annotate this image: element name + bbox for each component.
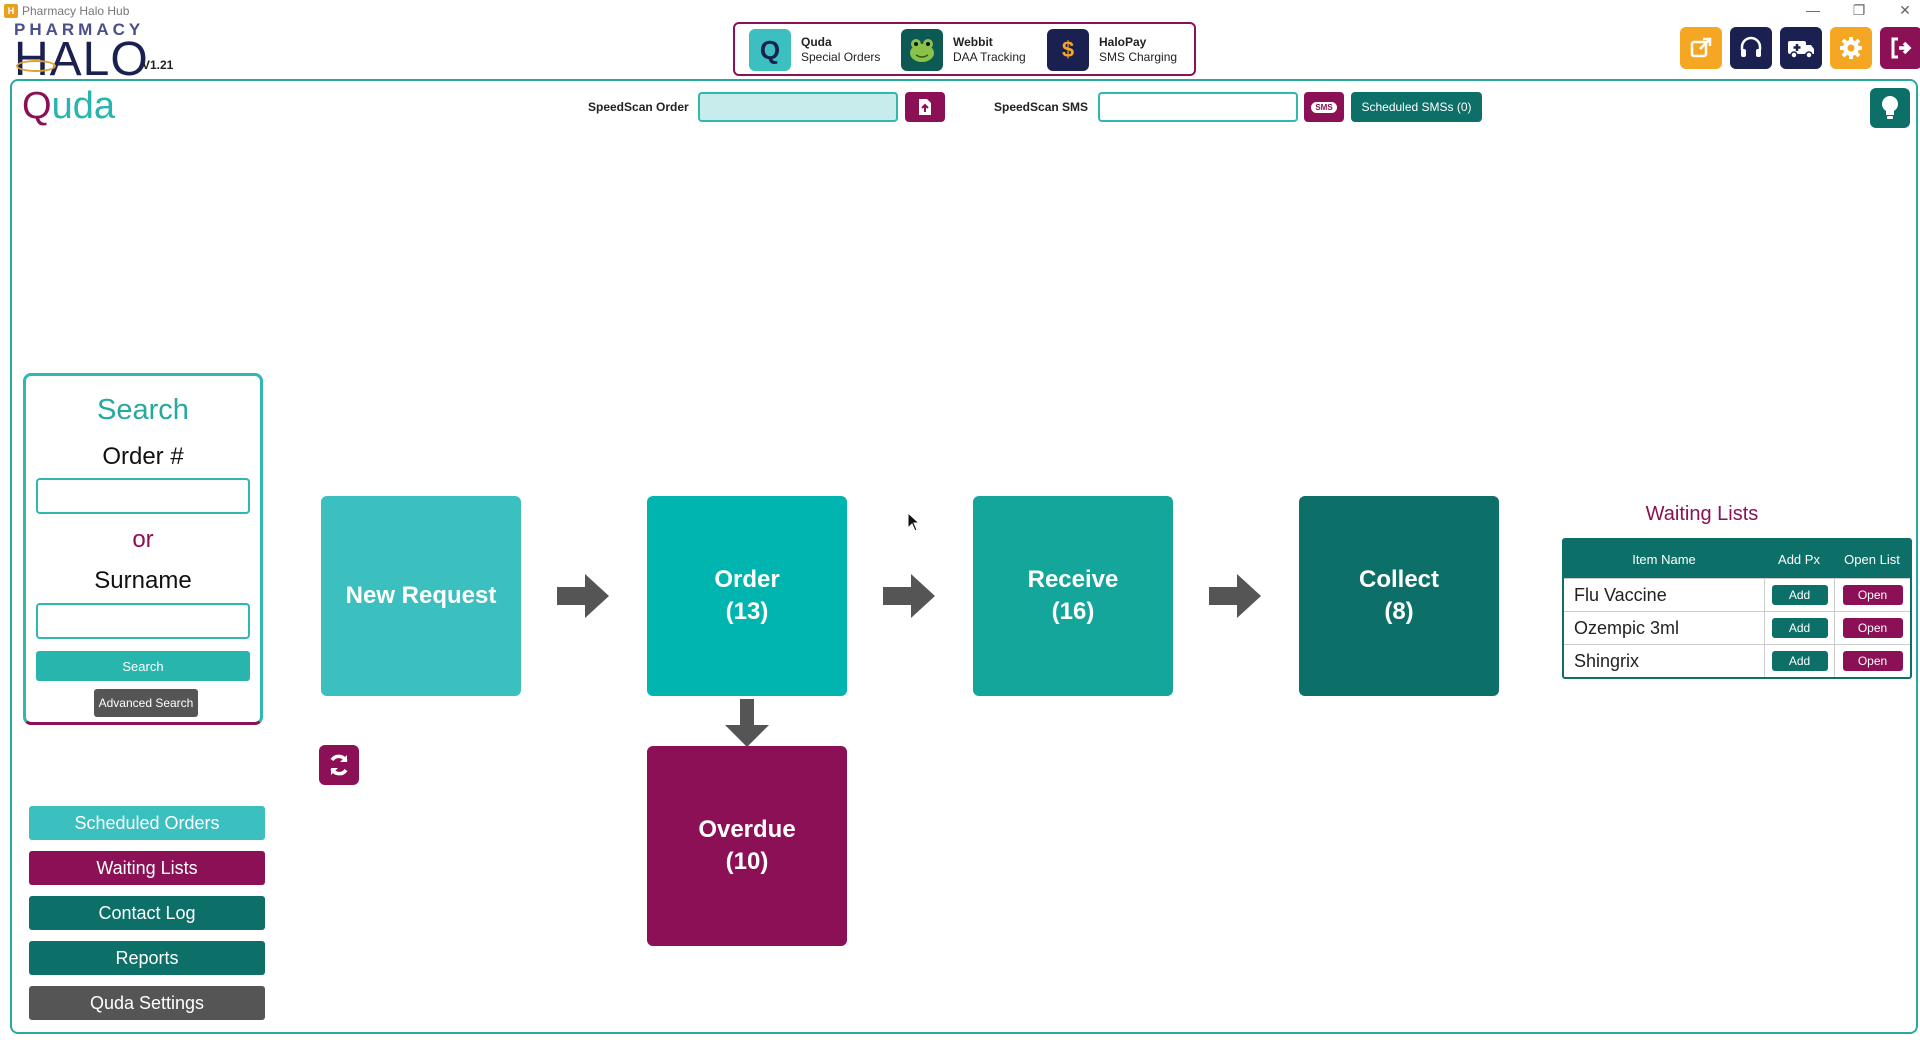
gear-icon[interactable] xyxy=(1830,27,1872,69)
header-open-list: Open List xyxy=(1844,551,1900,567)
item-name: Shingrix xyxy=(1574,650,1640,671)
table-row: Shingrix Add Open xyxy=(1564,644,1910,677)
ambulance-icon[interactable] xyxy=(1780,27,1822,69)
window-title: Pharmacy Halo Hub xyxy=(22,4,130,18)
table-row: Flu Vaccine Add Open xyxy=(1564,578,1910,611)
order-number-label: Order # xyxy=(102,443,184,470)
product-subtitle: DAA Tracking xyxy=(953,50,1026,64)
logo-pharmacy-text: PHARMACY xyxy=(14,20,145,39)
product-name: Quda xyxy=(801,35,832,49)
advanced-search-button[interactable]: Advanced Search xyxy=(94,689,198,717)
receive-count: (16) xyxy=(1051,598,1095,625)
open-list-button[interactable]: Open xyxy=(1842,585,1903,605)
lightbulb-icon[interactable] xyxy=(1870,88,1910,128)
add-px-button[interactable]: Add xyxy=(1771,585,1828,605)
pharmacy-halo-logo: PHARMACY HALO V1.21 xyxy=(14,20,174,86)
receive-label: Receive xyxy=(1027,566,1119,593)
upload-file-icon xyxy=(919,99,931,115)
search-title: Search xyxy=(97,394,189,426)
overdue-label: Overdue xyxy=(698,816,796,843)
collect-tile[interactable]: Collect (8) xyxy=(1299,496,1499,696)
item-name: Ozempic 3ml xyxy=(1574,617,1680,638)
table-row: Ozempic 3ml Add Open xyxy=(1564,611,1910,644)
waiting-lists-table: Item Name Add Px Open List Flu Vaccine A… xyxy=(1562,538,1912,679)
table-header: Item Name Add Px Open List xyxy=(1564,540,1910,578)
app-icon: H xyxy=(4,4,18,18)
refresh-icon[interactable] xyxy=(319,745,359,785)
minimize-button[interactable]: — xyxy=(1806,2,1820,18)
open-list-button[interactable]: Open xyxy=(1842,618,1903,638)
order-count: (13) xyxy=(725,598,769,625)
close-button[interactable]: ✕ xyxy=(1899,2,1911,18)
new-request-label: New Request xyxy=(345,582,497,609)
arrow-down-icon xyxy=(725,699,769,747)
header-add-px: Add Px xyxy=(1778,551,1820,567)
product-name: Webbit xyxy=(953,35,993,49)
open-list-button[interactable]: Open xyxy=(1842,651,1903,671)
search-panel: Search Order # or Surname Search Advance… xyxy=(23,373,263,725)
halo-ring-icon xyxy=(16,60,56,72)
new-request-tile[interactable]: New Request xyxy=(321,496,521,696)
speedscan-sms-label: SpeedScan SMS xyxy=(994,100,1089,114)
surname-input[interactable] xyxy=(36,603,250,639)
order-tile[interactable]: Order (13) xyxy=(647,496,847,696)
contact-log-button[interactable]: Contact Log xyxy=(29,896,265,930)
scheduled-orders-button[interactable]: Scheduled Orders xyxy=(29,806,265,840)
quda-logo: Quda xyxy=(22,85,115,128)
title-bar: H Pharmacy Halo Hub — ❐ ✕ xyxy=(0,0,1920,22)
mouse-cursor-icon xyxy=(907,512,921,532)
speedscan-sms-input[interactable] xyxy=(1098,92,1298,122)
receive-tile[interactable]: Receive (16) xyxy=(973,496,1173,696)
item-name: Flu Vaccine xyxy=(1574,584,1667,605)
quda-logo-rest: uda xyxy=(51,85,115,127)
order-number-input[interactable] xyxy=(36,478,250,514)
header-item-name: Item Name xyxy=(1632,551,1696,567)
collect-count: (8) xyxy=(1384,598,1414,625)
dollar-chat-icon: $ xyxy=(1047,29,1089,71)
sms-chat-icon: SMS xyxy=(1311,101,1337,113)
quda-settings-button[interactable]: Quda Settings xyxy=(29,986,265,1020)
restore-button[interactable]: ❐ xyxy=(1852,2,1866,18)
overdue-tile[interactable]: Overdue (10) xyxy=(647,746,847,946)
waiting-lists-button[interactable]: Waiting Lists xyxy=(29,851,265,885)
scheduled-sms-button[interactable]: Scheduled SMSs (0) xyxy=(1351,92,1482,122)
arrow-right-icon xyxy=(557,574,609,618)
speedscan-order-label: SpeedScan Order xyxy=(588,100,689,114)
order-label: Order xyxy=(714,566,780,593)
headset-icon[interactable] xyxy=(1730,27,1772,69)
or-label: or xyxy=(132,526,154,553)
surname-label: Surname xyxy=(94,567,192,594)
search-button[interactable]: Search xyxy=(36,651,250,681)
waiting-lists-title: Waiting Lists xyxy=(1645,503,1759,525)
arrow-right-icon xyxy=(1209,574,1261,618)
product-subtitle: Special Orders xyxy=(801,50,881,64)
quda-icon: Q xyxy=(749,29,791,71)
collect-label: Collect xyxy=(1358,566,1439,593)
arrow-right-icon xyxy=(883,574,935,618)
product-name: HaloPay xyxy=(1099,35,1147,49)
main-panel: Quda SpeedScan Order SpeedScan SMS SMS S… xyxy=(10,79,1918,1034)
add-px-button[interactable]: Add xyxy=(1771,618,1828,638)
logout-icon[interactable] xyxy=(1880,27,1920,69)
speedscan-order-input[interactable] xyxy=(698,92,898,122)
reports-button[interactable]: Reports xyxy=(29,941,265,975)
add-px-button[interactable]: Add xyxy=(1771,651,1828,671)
sms-button[interactable]: SMS xyxy=(1304,92,1344,122)
quda-logo-q: Q xyxy=(22,85,52,127)
frog-icon xyxy=(901,29,943,71)
product-subtitle: SMS Charging xyxy=(1099,50,1178,64)
speedscan-order-submit-button[interactable] xyxy=(905,92,945,122)
external-link-icon[interactable] xyxy=(1680,27,1722,69)
overdue-count: (10) xyxy=(725,848,769,875)
version-label: V1.21 xyxy=(142,58,174,72)
